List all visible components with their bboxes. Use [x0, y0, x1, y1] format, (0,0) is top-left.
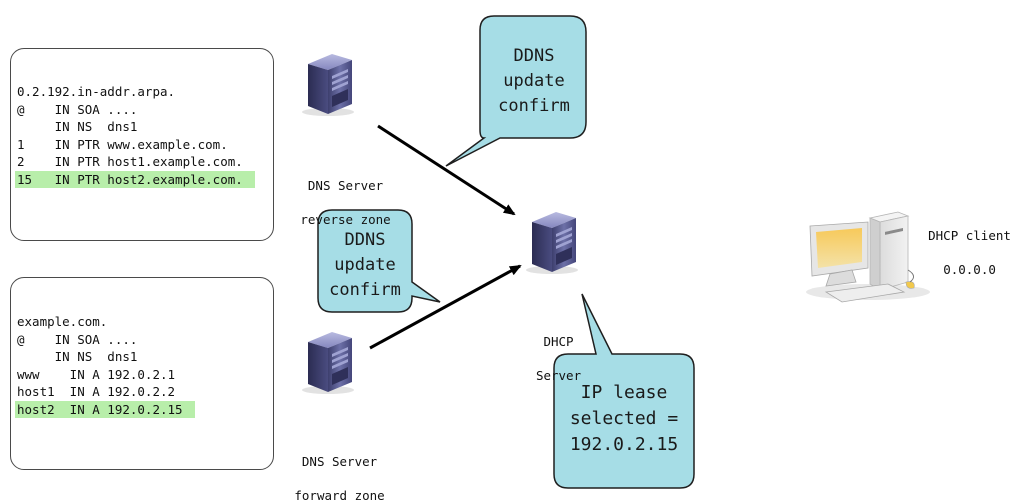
dhcp-client-label-line2: 0.0.0.0 [943, 262, 996, 277]
dns-server-forward-label-line1: DNS Server [301, 454, 378, 469]
dns-server-reverse-label: DNS Server reverse zone [278, 160, 398, 228]
dns-server-reverse-label-line2: reverse zone [300, 212, 391, 227]
bubble-reverse-update-line2: update [503, 71, 565, 91]
bubble-reverse-update-line3: confirm [498, 96, 570, 116]
bubble-lease-line1: IP lease [580, 382, 668, 403]
forward-zone-line-highlighted: host2 IN A 192.0.2.15 [15, 400, 195, 418]
reverse-zone-line: IN NS dns1 [17, 119, 138, 134]
forward-zone-line: example.com. [17, 314, 108, 329]
forward-zone-line: www IN A 192.0.2.1 [17, 366, 176, 382]
reverse-zone-box: 0.2.192.in-addr.arpa. @ IN SOA .... IN N… [10, 48, 274, 241]
forward-zone-line: host1 IN A 192.0.2.2 [17, 384, 176, 399]
dns-server-forward-icon [302, 332, 354, 394]
bubble-lease-line2: selected = [569, 408, 679, 429]
bubble-reverse-update: DDNS update confirm [482, 44, 586, 119]
dns-server-forward-label-line2: forward zone [294, 488, 385, 503]
reverse-zone-line: @ IN SOA .... [17, 101, 138, 117]
bubble-forward-update: DDNS update confirm [318, 228, 412, 303]
arrow-reverse-to-dhcp [377, 124, 516, 216]
bubble-forward-update-line2: update [334, 255, 396, 275]
forward-zone-line: @ IN SOA .... [17, 331, 138, 347]
bubble-reverse-update-line1: DDNS [513, 46, 555, 66]
arrow-forward-to-dhcp [369, 264, 522, 350]
bubble-reverse-update-shape [445, 15, 587, 167]
dhcp-server-label: DHCP Server [516, 316, 586, 384]
dhcp-server-label-line2: Server [535, 368, 582, 383]
bubble-forward-update-line3: confirm [329, 280, 401, 300]
dns-server-reverse-icon [302, 54, 354, 116]
dhcp-client-label-line1: DHCP client [928, 228, 1011, 243]
reverse-zone-line: 1 IN PTR www.example.com. [17, 136, 228, 152]
bubble-lease-line3: 192.0.2.15 [569, 434, 679, 455]
dns-server-reverse-label-line1: DNS Server [307, 178, 384, 193]
dhcp-server-icon [526, 212, 578, 274]
bubble-forward-update-line1: DDNS [344, 230, 386, 250]
dhcp-client-label: DHCP client 0.0.0.0 [902, 210, 1022, 278]
forward-zone-box: example.com. @ IN SOA .... IN NS dns1 ww… [10, 277, 274, 470]
reverse-zone-line: 2 IN PTR host1.example.com. [17, 154, 243, 169]
reverse-zone-line-highlighted: 15 IN PTR host2.example.com. [15, 170, 255, 188]
dhcp-client-computer-icon [806, 211, 930, 303]
forward-zone-lines: example.com. @ IN SOA .... IN NS dns1 ww… [15, 313, 195, 418]
bubble-lease: IP lease selected = 192.0.2.15 [554, 380, 694, 458]
dns-server-forward-label: DNS Server forward zone [272, 436, 392, 504]
dhcp-server-label-line1: DHCP [543, 334, 574, 349]
bubble-lease-shape [553, 293, 695, 489]
reverse-zone-line: 0.2.192.in-addr.arpa. [17, 84, 176, 99]
bubble-forward-update-shape [317, 209, 441, 313]
forward-zone-line: IN NS dns1 [17, 349, 138, 364]
reverse-zone-lines: 0.2.192.in-addr.arpa. @ IN SOA .... IN N… [15, 83, 255, 188]
